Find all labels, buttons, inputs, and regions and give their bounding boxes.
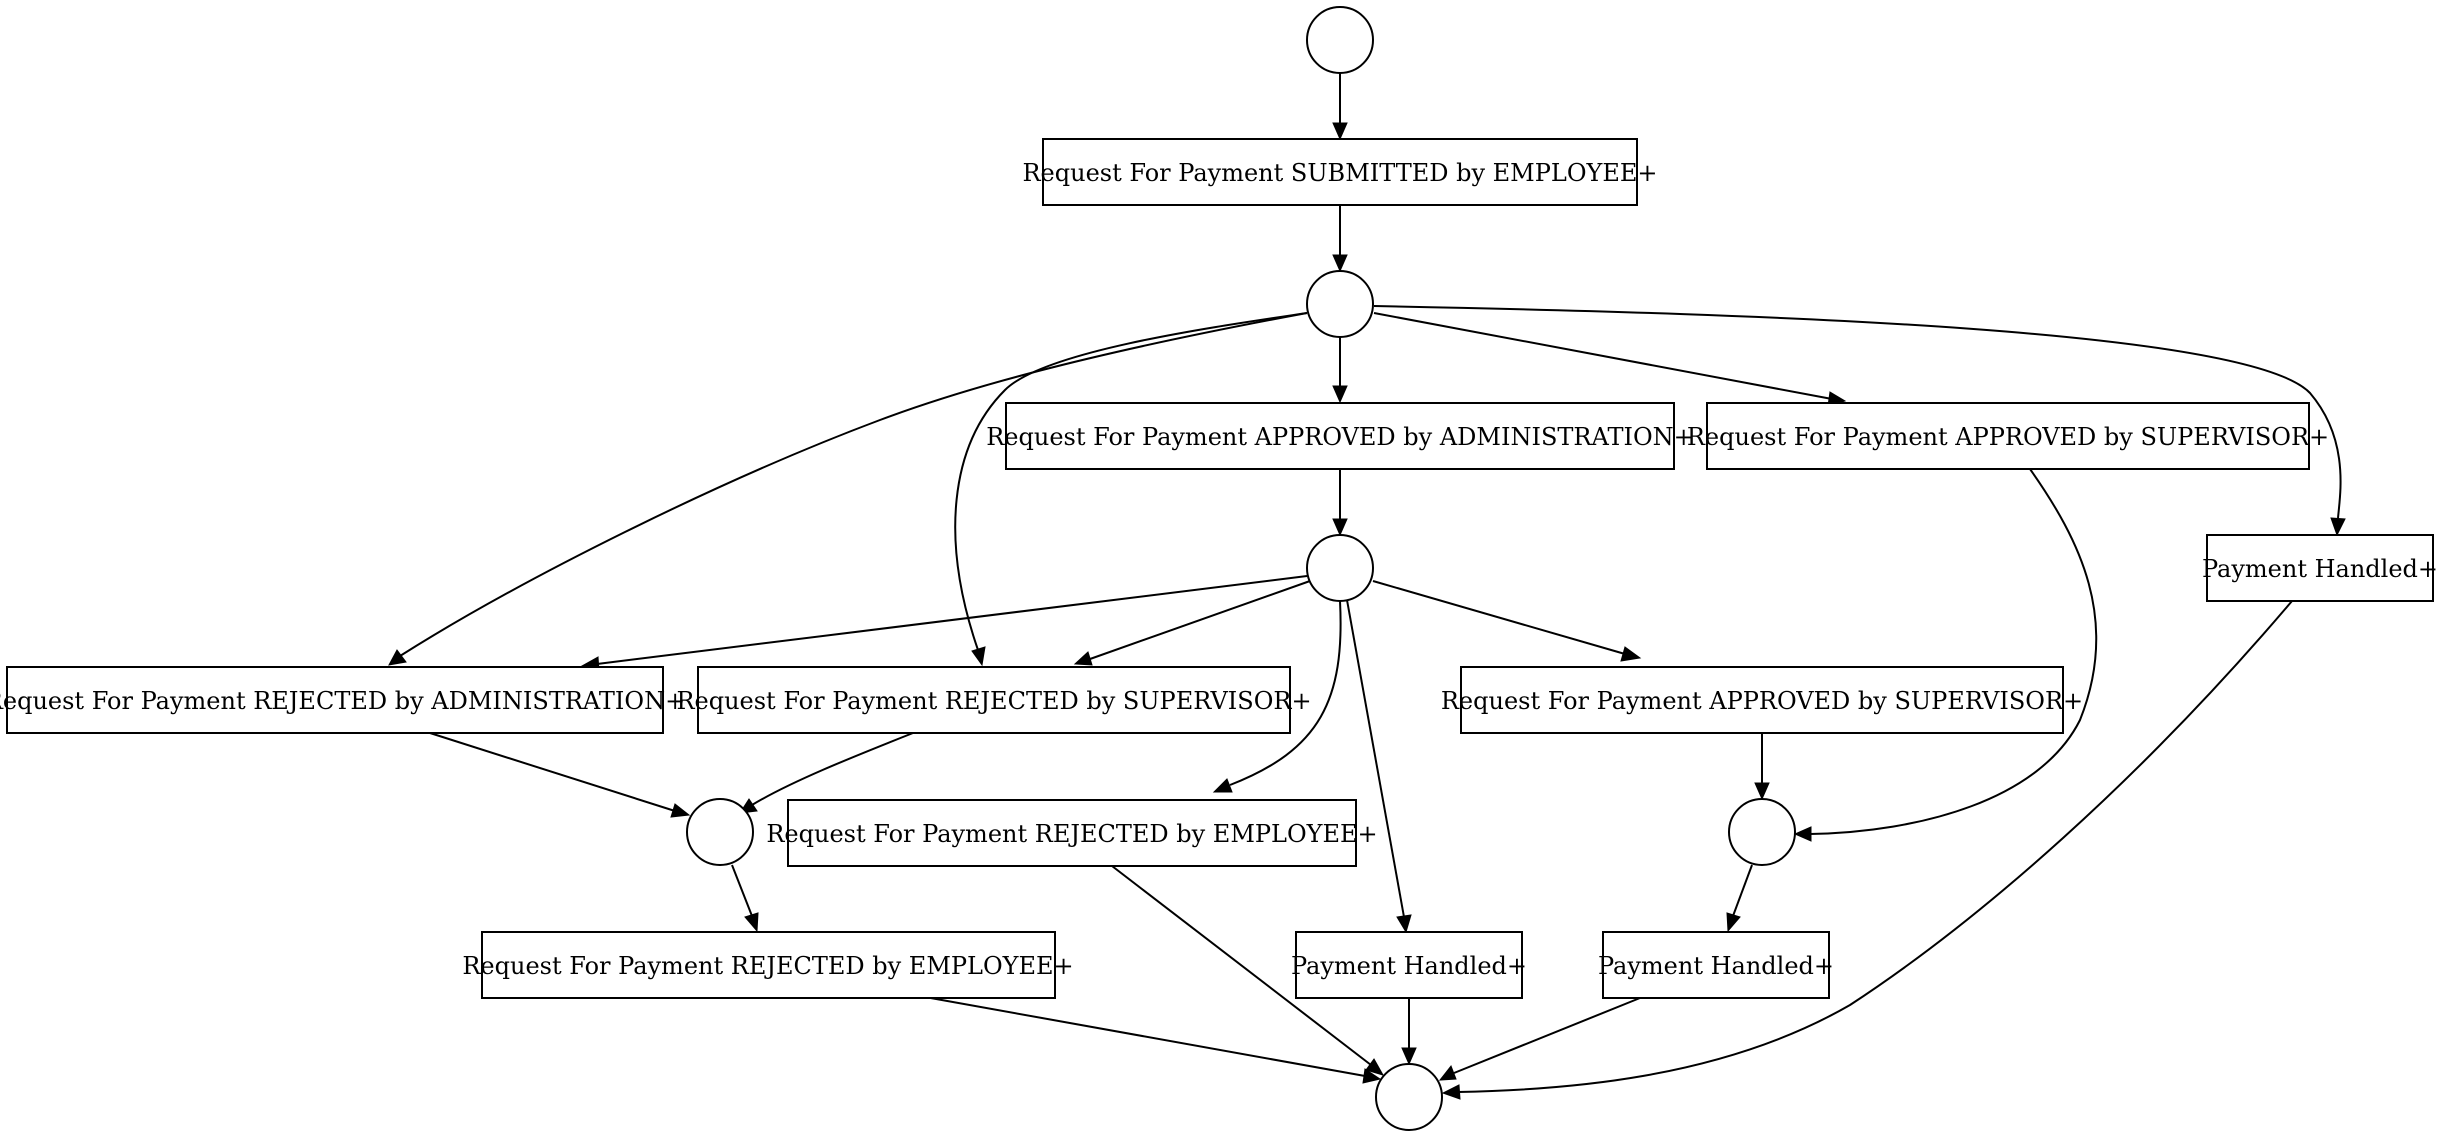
arc-handled-low-to-end xyxy=(1453,997,1641,1074)
transition-rejected-employee-low: Request For Payment REJECTED by EMPLOYEE… xyxy=(462,931,1074,999)
arrowhead xyxy=(2330,517,2346,537)
arrowhead xyxy=(1212,778,1233,793)
transition-label: Payment Handled+ xyxy=(1598,952,1834,980)
arrowhead xyxy=(1726,912,1741,933)
transition-label: Request For Payment REJECTED by EMPLOYEE… xyxy=(766,820,1377,848)
transition-label: Request For Payment APPROVED by SUPERVIS… xyxy=(1687,423,2329,451)
arrowhead xyxy=(388,649,407,666)
arrowhead xyxy=(1754,782,1770,801)
arc-handled-right-to-end xyxy=(1457,600,2293,1093)
arrowhead xyxy=(1332,122,1348,141)
transition-rejected-employee-mid: Request For Payment REJECTED by EMPLOYEE… xyxy=(766,799,1378,867)
arc-rejected-emp-mid-to-end xyxy=(1111,865,1372,1066)
transition-label: Request For Payment REJECTED by SUPERVIS… xyxy=(676,687,1311,715)
arrowhead xyxy=(1332,385,1348,404)
place-end xyxy=(1375,1063,1443,1131)
arc-p1-to-handled-right xyxy=(1373,305,2342,519)
transitions: Request For Payment SUBMITTED by EMPLOYE… xyxy=(0,138,2438,999)
arrowhead xyxy=(1365,1058,1385,1076)
arc-rejected-emp-low-to-end xyxy=(924,996,1366,1077)
transition-submitted: Request For Payment SUBMITTED by EMPLOYE… xyxy=(1022,138,1658,206)
arc-p3-to-rejected-emp-low xyxy=(731,864,753,917)
arcs xyxy=(388,73,2346,1100)
transition-label: Request For Payment APPROVED by SUPERVIS… xyxy=(1441,687,2083,715)
arrowhead xyxy=(1793,826,1812,842)
place-after-approved-admin xyxy=(1306,534,1374,602)
transition-payment-handled-right: Payment Handled+ xyxy=(2202,534,2438,602)
arrowhead xyxy=(1073,651,1093,666)
place-rejection-merge xyxy=(686,798,754,866)
arc-p1-to-rejected-sup xyxy=(954,312,1308,651)
arc-p2-to-rejected-sup xyxy=(1089,580,1311,660)
transition-approved-admin: Request For Payment APPROVED by ADMINIST… xyxy=(986,402,1694,470)
transition-label: Payment Handled+ xyxy=(1291,952,1527,980)
arrowhead xyxy=(744,912,759,933)
arrowhead xyxy=(670,803,691,818)
arc-rejected-admin-to-p3 xyxy=(429,732,676,812)
arc-p1-to-approved-sup-top xyxy=(1373,312,1833,400)
arrowhead xyxy=(1620,646,1642,662)
arc-p1-to-rejected-admin xyxy=(399,312,1308,657)
arrowhead xyxy=(1441,1084,1461,1100)
arrowhead xyxy=(1362,1068,1382,1084)
place-supervisor-merge xyxy=(1728,798,1796,866)
transition-label: Request For Payment REJECTED by ADMINIST… xyxy=(0,687,685,715)
arc-rejected-sup-to-p3 xyxy=(751,732,914,806)
arrowhead xyxy=(1332,254,1348,273)
place-start xyxy=(1306,6,1374,74)
transition-label: Request For Payment SUBMITTED by EMPLOYE… xyxy=(1022,159,1657,187)
transition-approved-supervisor-top: Request For Payment APPROVED by SUPERVIS… xyxy=(1687,402,2329,470)
transition-approved-supervisor-mid: Request For Payment APPROVED by SUPERVIS… xyxy=(1441,666,2083,734)
arrowhead xyxy=(971,646,986,667)
arc-approved-sup-top-to-p4 xyxy=(1809,468,2098,835)
transition-payment-handled-low: Payment Handled+ xyxy=(1598,931,1834,999)
arc-p2-to-rejected-admin xyxy=(596,575,1308,665)
arc-p2-to-rejected-emp-mid xyxy=(1229,600,1342,786)
transition-label: Request For Payment APPROVED by ADMINIST… xyxy=(986,423,1694,451)
transition-rejected-admin: Request For Payment REJECTED by ADMINIST… xyxy=(0,666,685,734)
places xyxy=(686,6,1796,1131)
arrowhead xyxy=(1401,1047,1417,1066)
transition-rejected-supervisor: Request For Payment REJECTED by SUPERVIS… xyxy=(676,666,1312,734)
arrowhead xyxy=(1396,914,1412,934)
arc-p4-to-handled-low xyxy=(1732,864,1753,917)
arrowhead xyxy=(1332,518,1348,537)
transition-label: Payment Handled+ xyxy=(2202,555,2438,583)
arrowhead xyxy=(1438,1064,1457,1081)
place-after-submitted xyxy=(1306,270,1374,338)
transition-payment-handled-mid: Payment Handled+ xyxy=(1291,931,1527,999)
arc-p2-to-handled-mid xyxy=(1346,599,1405,918)
transition-label: Request For Payment REJECTED by EMPLOYEE… xyxy=(462,952,1073,980)
arc-p2-to-approved-sup-mid xyxy=(1372,580,1626,655)
